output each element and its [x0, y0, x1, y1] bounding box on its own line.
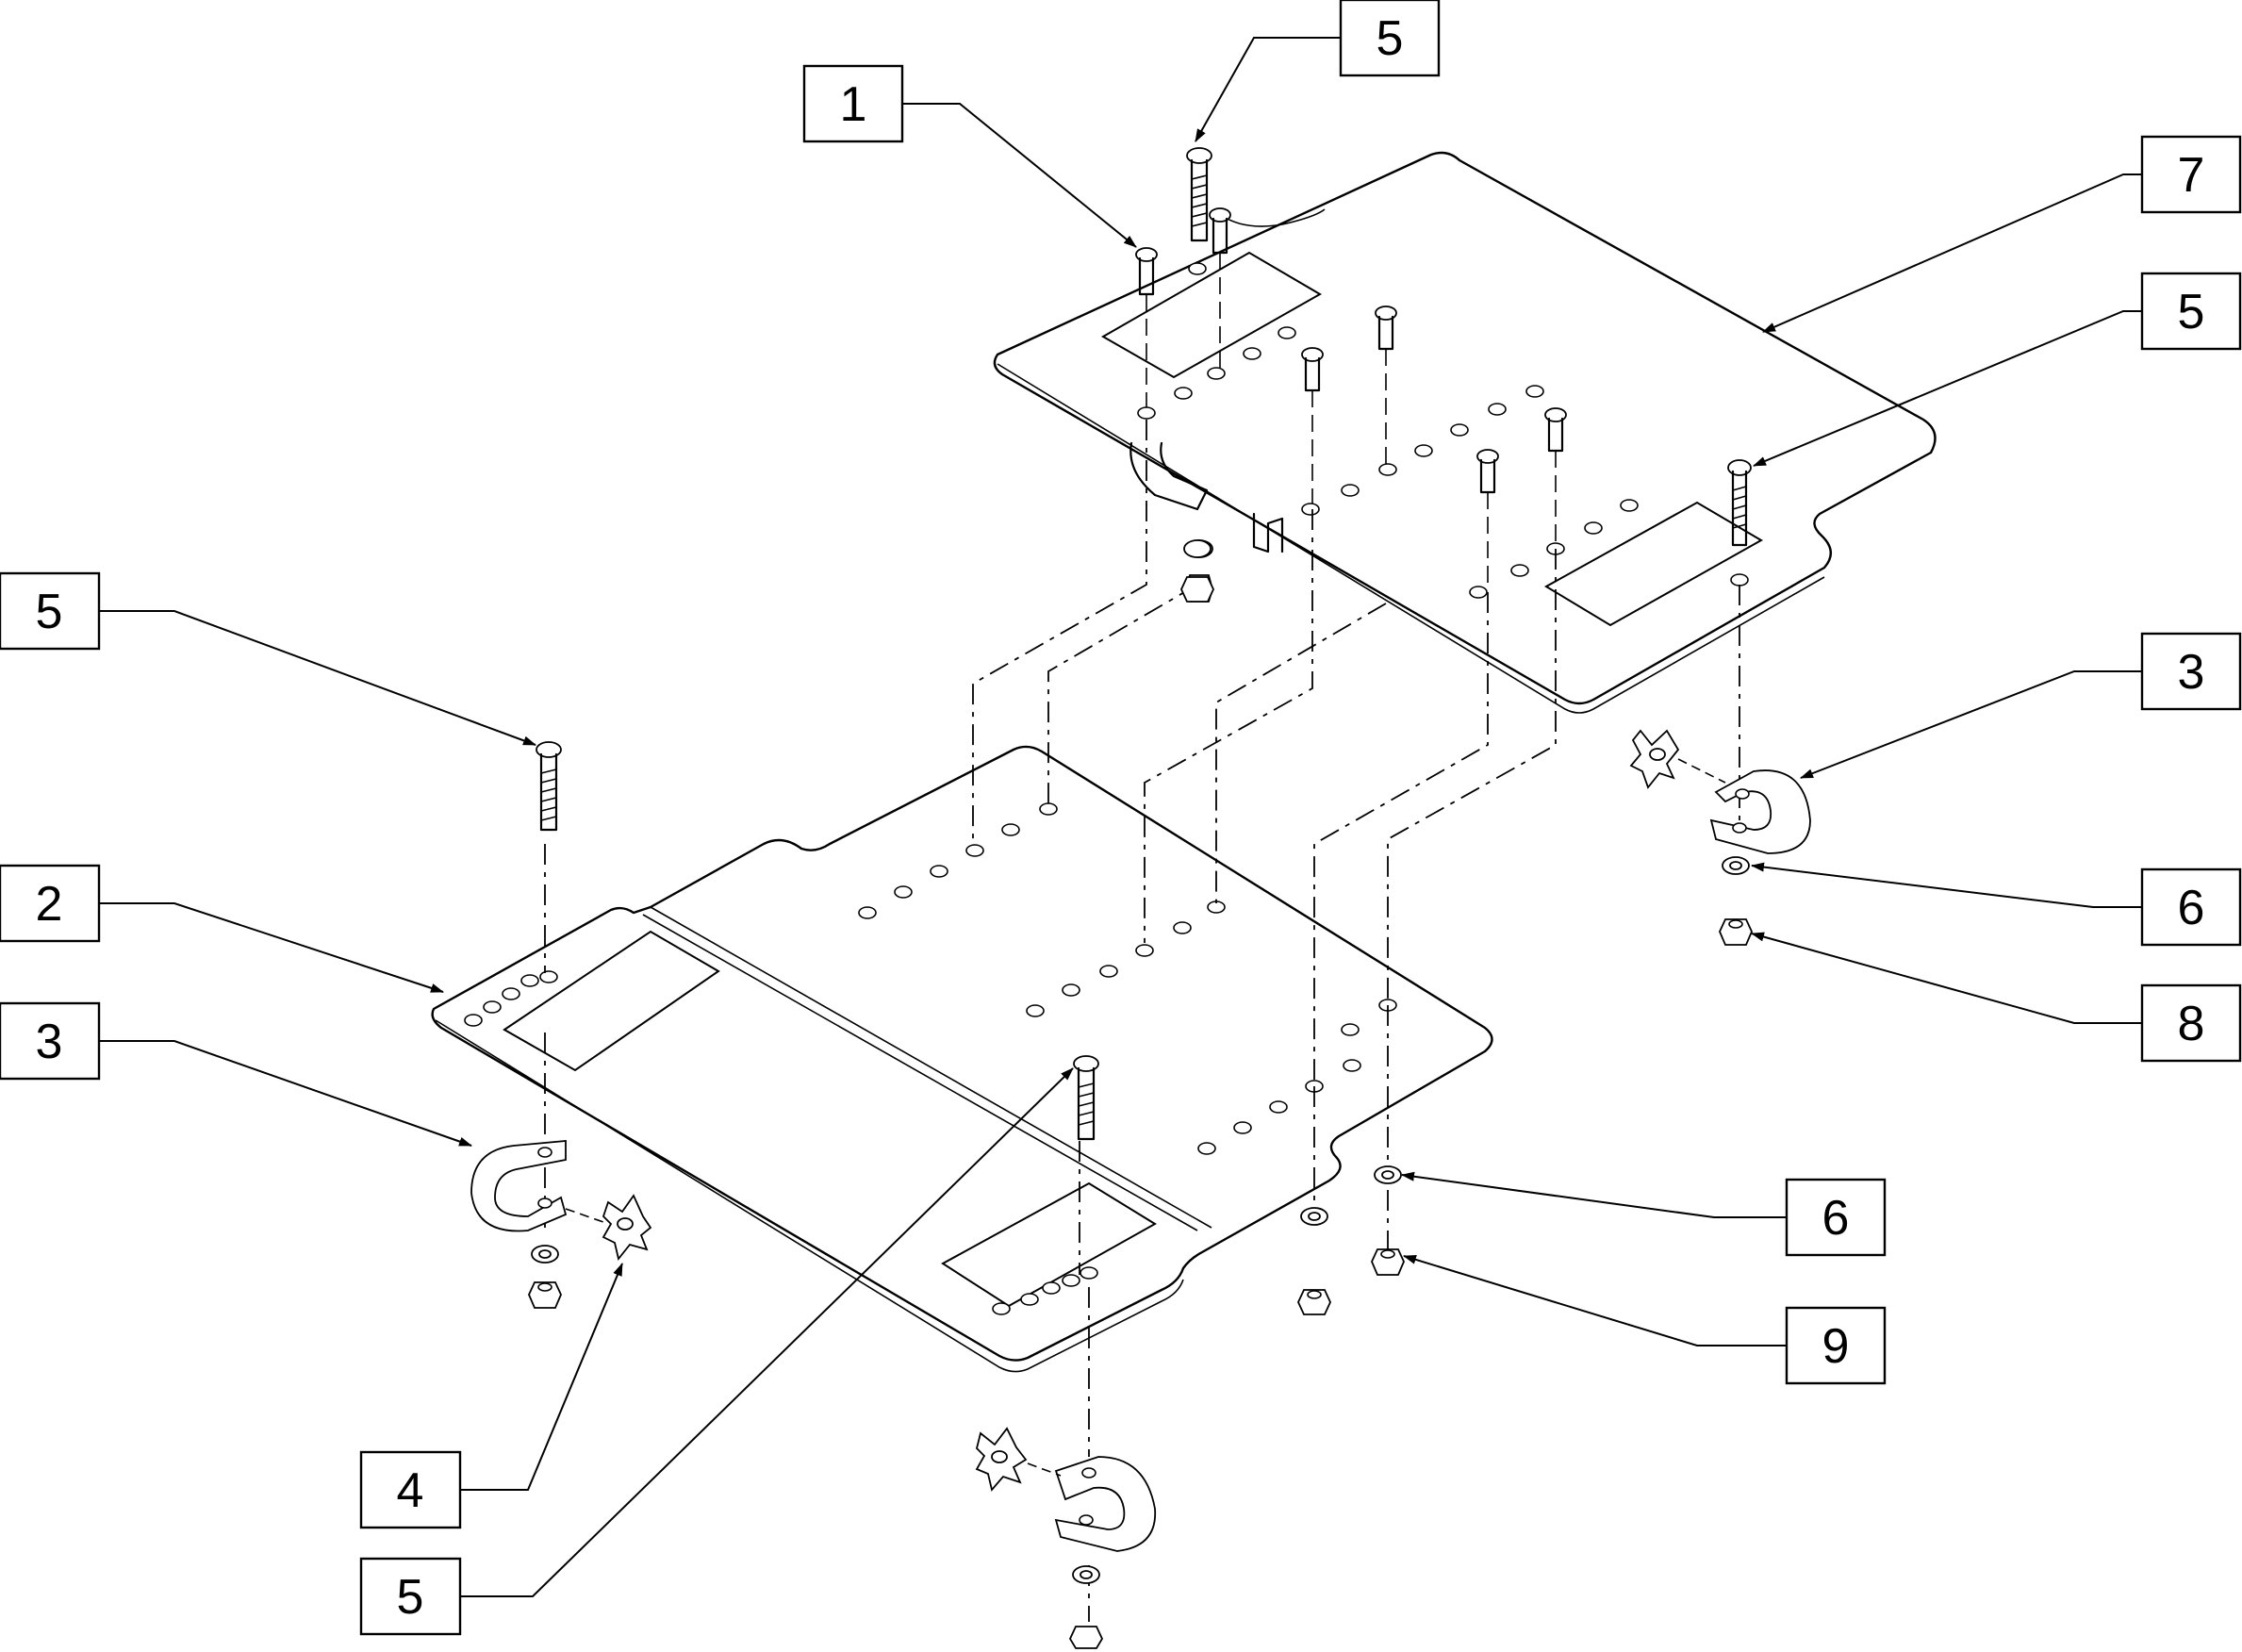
- callout-7: 7: [2140, 135, 2242, 214]
- upper-plate-holes: [1137, 262, 1749, 599]
- clamp-left: [470, 1140, 568, 1232]
- callout-2: 2: [0, 864, 101, 943]
- lower-plate: [431, 745, 1493, 1373]
- leader-lines: [99, 37, 2142, 1597]
- nut-upper-under: [1180, 576, 1214, 603]
- screw-icon: [1209, 207, 1231, 368]
- washer-lower-right-b: [1374, 1165, 1402, 1184]
- callout-label: 1: [840, 77, 867, 132]
- washer-right-upper: [1722, 856, 1750, 875]
- nut-lower-right-b: [1371, 1248, 1405, 1276]
- screw-icon: [1375, 306, 1397, 464]
- callout-label: 7: [2178, 148, 2205, 203]
- screw-icon: [1727, 459, 1752, 547]
- clip-right-upper: [1629, 729, 1726, 789]
- callout-1: 1: [802, 64, 904, 143]
- washer-left: [531, 1245, 559, 1264]
- washer-bottom: [1072, 1565, 1100, 1584]
- callout-5-right: 5: [2140, 272, 2242, 351]
- nut-left: [528, 1281, 562, 1309]
- upper-plate-pad-right: [1544, 501, 1764, 627]
- callout-label: 4: [397, 1463, 424, 1518]
- clamp-right-upper: [1709, 769, 1811, 854]
- callout-3-right: 3: [2140, 632, 2242, 711]
- clamp-bottom: [1054, 1456, 1156, 1552]
- nut-right-upper: [1719, 918, 1753, 946]
- lower-plate-pad-right: [941, 1181, 1157, 1308]
- washer-lower-right-a: [1300, 1207, 1328, 1226]
- callout-label: 8: [2178, 997, 2205, 1051]
- callout-label: 3: [2178, 645, 2205, 700]
- callout-label: 2: [36, 877, 63, 932]
- screw-icon: [1476, 449, 1499, 586]
- callout-label: 9: [1822, 1319, 1850, 1374]
- callout-4: 4: [359, 1450, 462, 1529]
- callout-label: 5: [1377, 11, 1404, 66]
- callout-label: 3: [36, 1015, 63, 1069]
- clip-bottom: [975, 1427, 1062, 1492]
- screw-icon: [536, 741, 562, 832]
- callout-5-bottom: 5: [359, 1557, 462, 1636]
- callout-5-top: 5: [1339, 0, 1441, 77]
- lower-plate-holes: [464, 802, 1397, 1315]
- callout-5-left: 5: [0, 571, 101, 651]
- callout-label: 5: [2178, 285, 2205, 339]
- nut-lower-right-a: [1297, 1289, 1331, 1315]
- callout-6-right: 6: [2140, 867, 2242, 947]
- lower-plate-screws: [536, 741, 1099, 1141]
- callout-9: 9: [1785, 1306, 1887, 1385]
- nut-bottom: [1068, 1626, 1104, 1649]
- callout-label: 6: [2178, 881, 2205, 935]
- upper-plate-screws: [1135, 147, 1752, 586]
- screw-icon: [1135, 247, 1158, 407]
- screw-icon: [1186, 147, 1212, 242]
- callout-label: 5: [36, 585, 63, 639]
- lower-plate-pad-left: [503, 930, 720, 1072]
- callout-label: 6: [1822, 1191, 1850, 1246]
- callout-8: 8: [2140, 983, 2242, 1063]
- callout-6-lower: 6: [1785, 1178, 1887, 1257]
- upper-plate-pad-left: [1100, 251, 1323, 379]
- screw-icon: [1544, 407, 1567, 543]
- screw-icon: [1073, 1055, 1099, 1141]
- callout-label: 5: [397, 1570, 424, 1625]
- clip-left: [565, 1194, 652, 1262]
- callout-3-left: 3: [0, 1001, 101, 1081]
- screw-icon: [1301, 347, 1324, 504]
- washer-upper-under: [1183, 539, 1212, 558]
